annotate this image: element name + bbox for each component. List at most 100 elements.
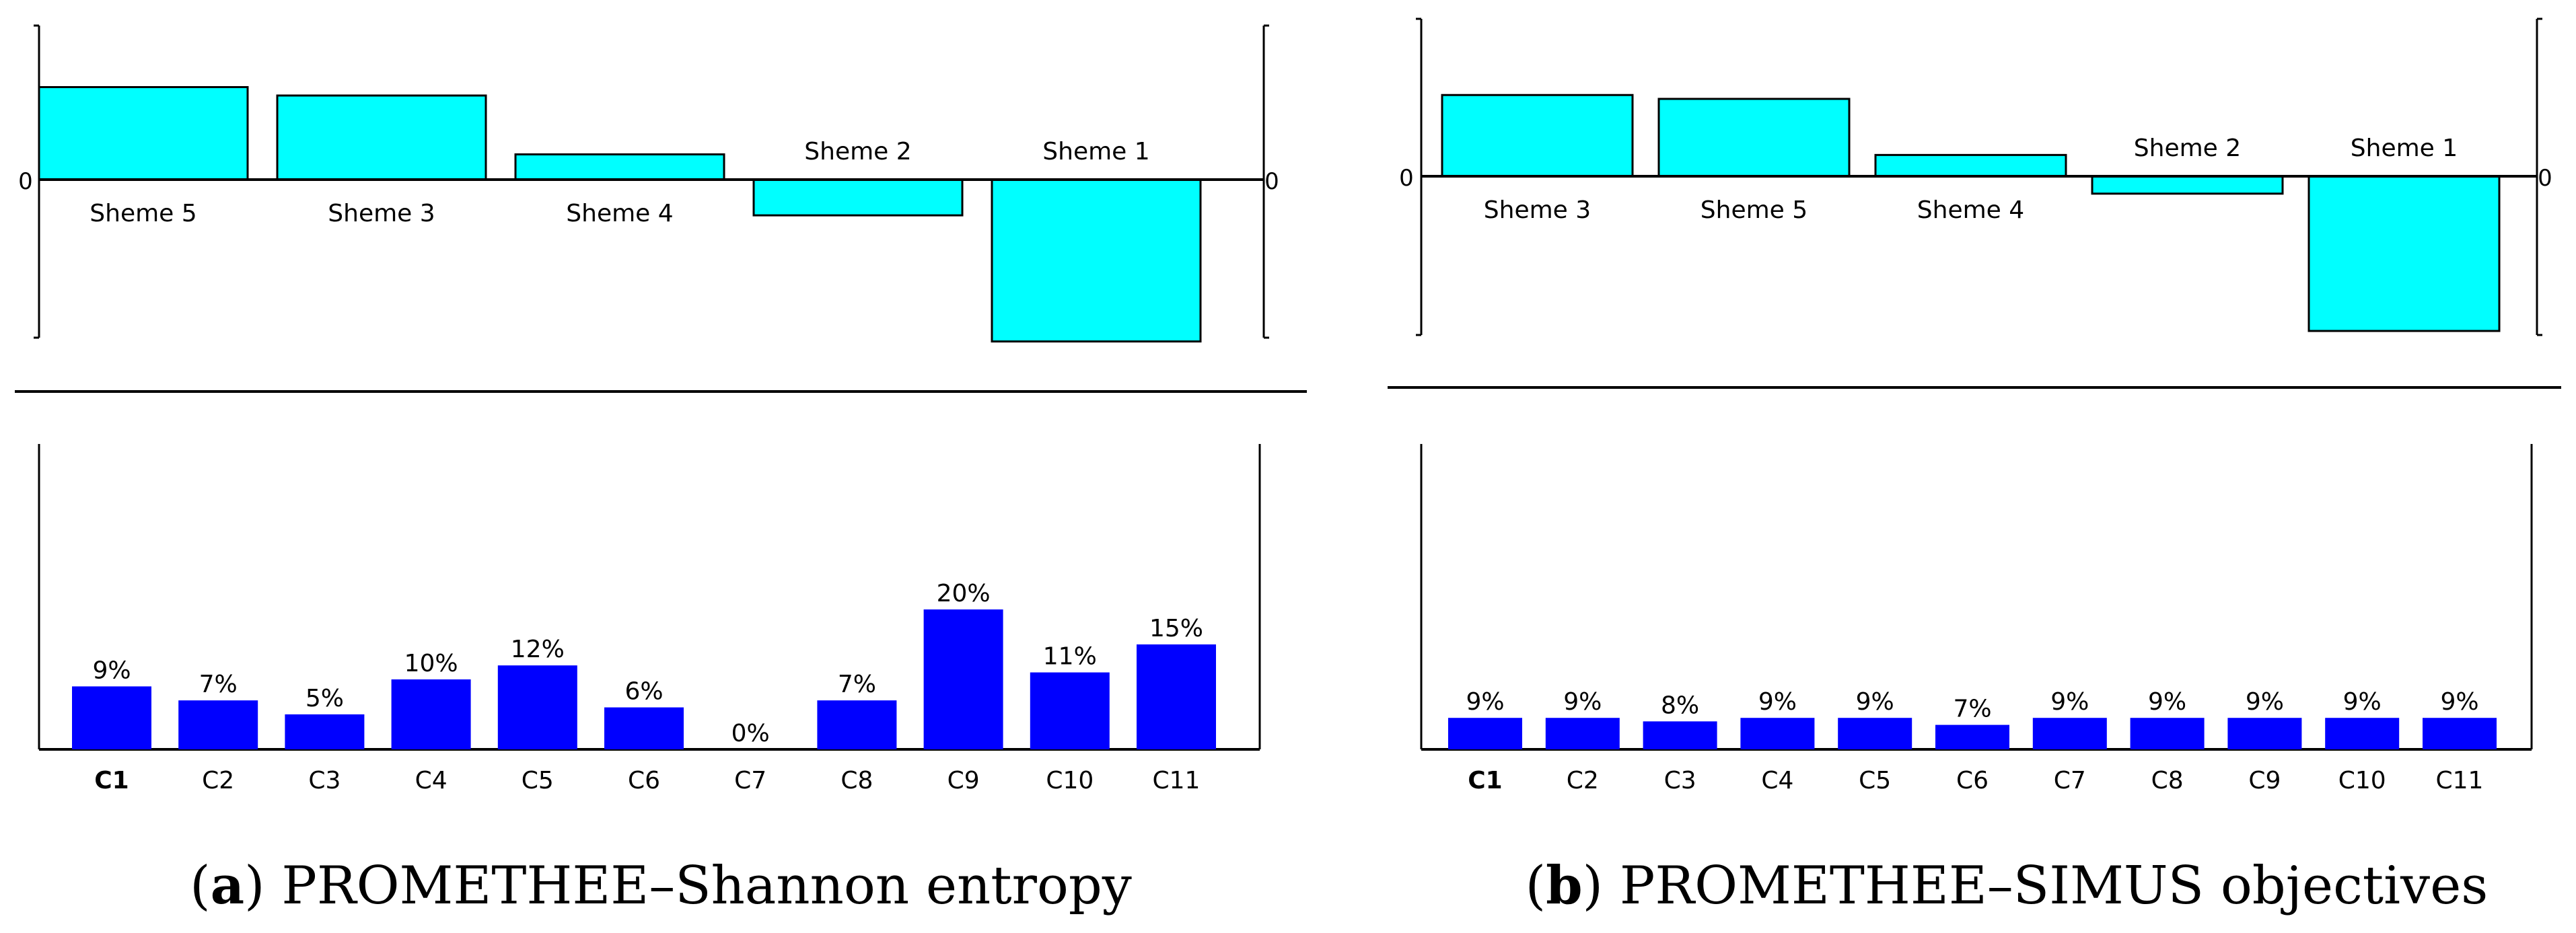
caption-text: PROMETHEE–Shannon entropy: [265, 856, 1132, 916]
weight-bar: [817, 700, 897, 749]
panel-caption: (b) PROMETHEE–SIMUS objectives: [1526, 855, 2489, 916]
net-flow-bar: [1874, 153, 2067, 178]
net-flow-bar: [1441, 94, 1634, 178]
weight-bar: [1935, 724, 2009, 749]
weight-bar: [178, 700, 258, 749]
net-flow-label: Sheme 5: [1701, 196, 1808, 224]
net-flow-label: Sheme 3: [1484, 196, 1591, 224]
criterion-label: C11: [2436, 767, 2484, 794]
caption-paren: ): [1583, 856, 1603, 916]
weight-label: 7%: [199, 671, 238, 698]
weight-label: 10%: [404, 650, 458, 677]
criterion-label: C4: [1761, 767, 1793, 794]
caption-paren: ): [244, 856, 264, 916]
weight-label: 8%: [1661, 692, 1699, 719]
weight-bar: [1030, 672, 1110, 749]
net-flow-label: Sheme 2: [804, 138, 911, 165]
criterion-label: C1: [1468, 767, 1502, 794]
caption-paren: (: [1526, 856, 1546, 916]
weight-bar: [1137, 644, 1216, 749]
net-flow-bar: [38, 86, 249, 181]
zero-label-left: 0: [18, 168, 33, 195]
weight-bar: [1740, 718, 1815, 749]
net-flow-bar: [752, 178, 964, 217]
criterion-label: C9: [947, 767, 980, 794]
net-flow-bar: [2307, 175, 2501, 332]
weight-bar: [1448, 718, 1522, 749]
net-flow-label: Sheme 1: [2351, 135, 2458, 162]
net-flow-label: Sheme 1: [1042, 138, 1149, 165]
criterion-label: C3: [308, 767, 341, 794]
weight-label: 15%: [1149, 615, 1203, 642]
weight-bar: [2032, 718, 2107, 749]
net-flow-bar: [514, 153, 725, 181]
criterion-label: C5: [1859, 767, 1891, 794]
weight-label: 11%: [1043, 643, 1097, 671]
weight-bar: [2325, 718, 2400, 749]
weight-bar: [285, 714, 365, 749]
weight-label: 12%: [511, 636, 565, 663]
weight-label: 20%: [937, 580, 991, 607]
criterion-label: C11: [1153, 767, 1201, 794]
net-flow-bar: [276, 94, 487, 181]
weight-bar: [1545, 718, 1620, 749]
weight-label: 5%: [306, 685, 344, 712]
criterion-label: C8: [2151, 767, 2184, 794]
net-flow-bar: [1657, 98, 1851, 178]
net-flow-label: Sheme 2: [2134, 135, 2241, 162]
weight-bar: [2423, 718, 2497, 749]
weight-label: 0%: [731, 720, 770, 747]
criterion-label: C6: [628, 767, 660, 794]
weight-label: 9%: [2050, 688, 2089, 716]
zero-label-left: 0: [1399, 165, 1414, 192]
criterion-label: C8: [840, 767, 873, 794]
weight-label: 9%: [2343, 688, 2382, 716]
weight-bar: [497, 665, 577, 749]
criterion-label: C4: [415, 767, 448, 794]
caption-paren: (: [190, 856, 210, 916]
caption-letter: b: [1546, 855, 1583, 916]
caption-letter: a: [211, 855, 245, 916]
weight-label: 9%: [2246, 688, 2284, 716]
net-flow-bar: [991, 178, 1202, 343]
net-flow-bar: [2091, 175, 2284, 195]
weight-bar: [72, 686, 151, 749]
zero-label-right: 0: [1264, 168, 1279, 195]
weight-bar: [1838, 718, 1912, 749]
weight-label: 9%: [1856, 688, 1894, 716]
criterion-label: C10: [1046, 767, 1094, 794]
weight-label: 9%: [92, 657, 131, 684]
weight-bar: [2227, 718, 2302, 749]
criterion-label: C9: [2248, 767, 2281, 794]
caption-text: PROMETHEE–SIMUS objectives: [1603, 856, 2488, 916]
criterion-label: C2: [202, 767, 234, 794]
weight-bar: [1643, 721, 1717, 749]
weight-bar: [604, 707, 684, 749]
weight-label: 9%: [2148, 688, 2186, 716]
net-flow-label: Sheme 3: [328, 200, 435, 227]
weight-bar: [391, 679, 471, 749]
criterion-label: C1: [94, 767, 129, 794]
criterion-label: C3: [1664, 767, 1696, 794]
weight-label: 9%: [1563, 688, 1602, 716]
weight-bar: [2130, 718, 2205, 749]
weight-label: 9%: [1466, 688, 1504, 716]
criterion-label: C2: [1567, 767, 1599, 794]
zero-label-right: 0: [2538, 165, 2552, 192]
criterion-label: C10: [2338, 767, 2386, 794]
panel-caption: (a) PROMETHEE–Shannon entropy: [190, 855, 1132, 916]
criterion-label: C6: [1956, 767, 1989, 794]
weight-label: 6%: [624, 678, 663, 706]
weight-label: 9%: [2440, 688, 2478, 716]
criterion-label: C7: [734, 767, 766, 794]
net-flow-label: Sheme 4: [566, 200, 673, 227]
criterion-label: C7: [2054, 767, 2086, 794]
net-flow-label: Sheme 5: [90, 200, 196, 227]
weight-label: 9%: [1758, 688, 1797, 716]
weight-label: 7%: [1953, 696, 1991, 723]
weight-label: 7%: [838, 671, 876, 698]
net-flow-label: Sheme 4: [1917, 196, 2024, 224]
